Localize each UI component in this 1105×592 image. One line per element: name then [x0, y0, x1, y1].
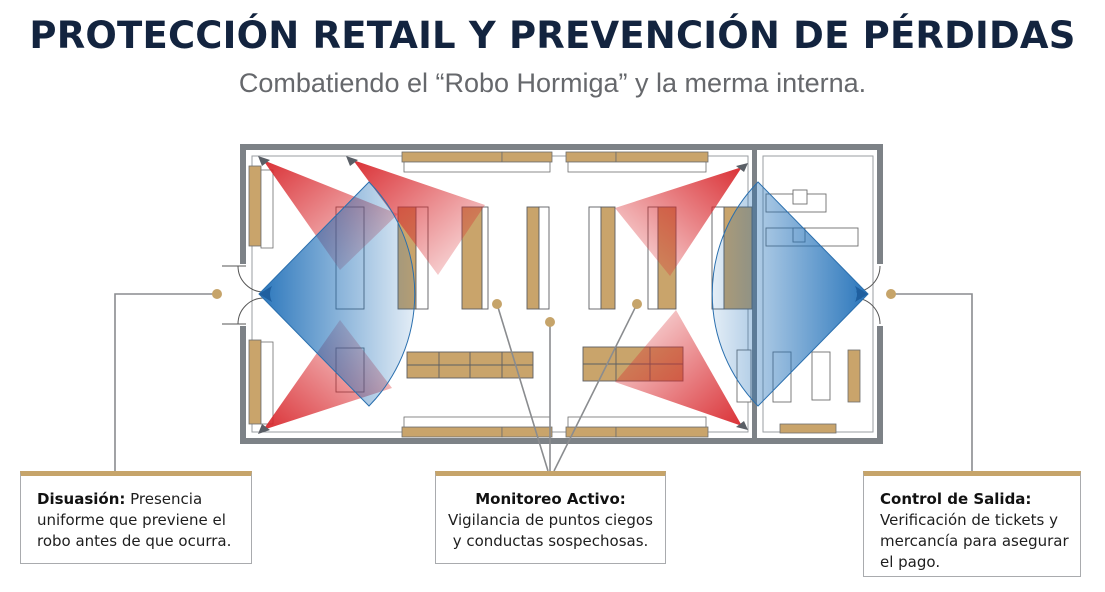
exit-marker	[886, 289, 896, 299]
page-title: PROTECCIÓN RETAIL Y PREVENCIÓN DE PÉRDID…	[29, 14, 1076, 57]
aisle-marker	[632, 299, 642, 309]
connector-lines	[114, 293, 973, 472]
guard-icon	[855, 286, 868, 302]
camera-icon	[346, 156, 358, 166]
wall-shelves	[248, 151, 861, 438]
guard-cones	[258, 181, 869, 407]
guard-cone-exit	[711, 181, 869, 407]
page-subtitle: Combatiendo el “Robo Hormiga” y la merma…	[238, 68, 867, 98]
entrance-marker	[212, 289, 222, 299]
callout-deterrence: Disuasión: Presencia uniforme que previe…	[20, 471, 252, 564]
guard-icon	[259, 286, 272, 302]
aisle-marker	[545, 317, 555, 327]
callout-body: Vigilancia de puntos ciegos y conductas …	[448, 511, 653, 550]
camera-icon	[736, 163, 748, 172]
camera-icon	[258, 424, 270, 434]
callout-heading: Control de Salida:	[880, 490, 1032, 508]
callout-body: Verificación de tickets y mercancía para…	[880, 511, 1069, 571]
camera-cone-bottom-right	[615, 310, 742, 426]
camera-cone-top-center	[353, 160, 485, 275]
callout-heading: Monitoreo Activo:	[475, 490, 626, 508]
guard-cone-entrance	[258, 181, 416, 407]
camera-cone-top-right	[615, 167, 742, 276]
callout-heading: Disuasión:	[37, 490, 126, 508]
callout-active-monitoring: Monitoreo Activo: Vigilancia de puntos c…	[435, 471, 666, 564]
callout-body: Presencia uniforme que previene el robo …	[37, 490, 232, 550]
callout-exit-control: Control de Salida: Verificación de ticke…	[863, 471, 1081, 577]
camera-icon	[258, 156, 270, 166]
camera-icons	[258, 156, 748, 434]
marker-dots	[212, 289, 896, 327]
camera-icon	[736, 421, 748, 430]
aisle-marker	[492, 299, 502, 309]
